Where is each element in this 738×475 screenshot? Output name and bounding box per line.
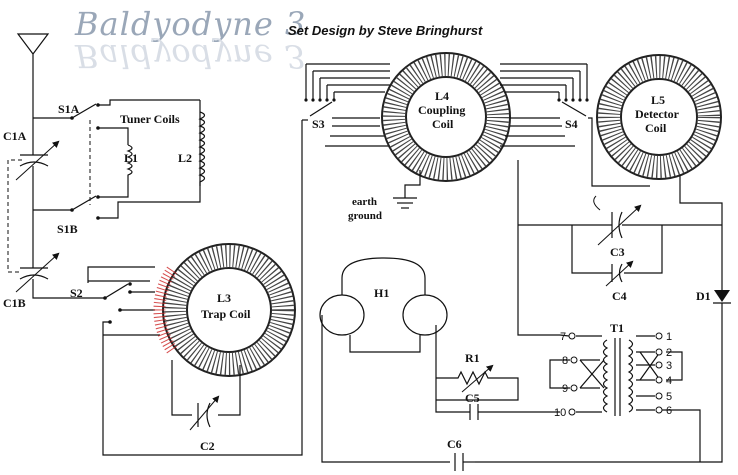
title-block: Baldyodyne 3 Baldyodyne 3 Set Design by … — [74, 5, 483, 75]
switch-s4 — [500, 63, 650, 187]
credit-text: Set Design by Steve Bringhurst — [288, 23, 483, 38]
t1-pin-1: 1 — [666, 331, 672, 343]
d1-label: D1 — [696, 289, 711, 303]
l5-sublabel: Detector — [635, 107, 680, 121]
t1-label: T1 — [610, 321, 624, 335]
t1-pin-7: 7 — [560, 331, 566, 343]
capacitor-c4 — [571, 225, 663, 287]
earth-label: earth — [352, 196, 377, 208]
coupling-section: S3 L4 Coupling Coil earth ground — [302, 52, 650, 336]
s1b-label: S1B — [57, 222, 78, 236]
l4-sublabel: Coupling — [418, 103, 465, 117]
l1-label: L1 — [124, 151, 138, 165]
coil-l1 — [126, 144, 133, 178]
s3-label: S3 — [312, 117, 325, 131]
trap-section: S2 L3 Trap Coil C2 — [70, 120, 303, 456]
c5-label: C5 — [465, 391, 480, 405]
capacitor-c6 — [454, 453, 475, 471]
earth-ground-icon — [393, 170, 421, 209]
t1-pin-6: 6 — [666, 405, 672, 417]
t1-pin-4: 4 — [666, 375, 672, 387]
t1-pin-2: 2 — [666, 347, 672, 359]
c2-label: C2 — [200, 439, 215, 453]
capacitor-c2 — [171, 360, 241, 431]
capacitor-c1b — [15, 252, 60, 293]
l5-sublabel-2: Coil — [645, 121, 667, 135]
c4-label: C4 — [612, 289, 627, 303]
c6-label: C6 — [447, 437, 462, 451]
ground-label: ground — [348, 210, 382, 222]
title-logo: Baldyodyne 3 — [74, 5, 306, 43]
r1-label: R1 — [465, 351, 480, 365]
l3-sublabel: Trap Coil — [201, 307, 251, 321]
c1a-label: C1A — [3, 129, 27, 143]
toroid-l5 — [596, 54, 722, 180]
t1-pin-9: 9 — [562, 383, 568, 395]
s4-label: S4 — [565, 117, 578, 131]
l4-label: L4 — [435, 89, 449, 103]
toroid-l4 — [381, 52, 511, 182]
capacitor-c5 — [469, 404, 560, 420]
capacitor-c1a — [15, 140, 60, 181]
capacitor-c3 — [518, 195, 722, 246]
antenna-icon — [16, 33, 50, 66]
c1b-label: C1B — [3, 296, 26, 310]
h1-label: H1 — [374, 286, 389, 300]
t1-pin-3: 3 — [666, 360, 672, 372]
switch-s3 — [302, 63, 390, 147]
diode-d1 — [713, 290, 731, 304]
tuner-coils-label: Tuner Coils — [120, 112, 180, 126]
detector-section: L5 Detector Coil C3 C4 D1 — [475, 54, 731, 463]
t1-pin-5: 5 — [666, 391, 672, 403]
antenna-section: C1A C1B — [3, 33, 80, 310]
t1-pin-8: 8 — [562, 355, 568, 367]
toroid-l3 — [153, 243, 296, 377]
s2-label: S2 — [70, 286, 83, 300]
coil-l2 — [198, 111, 206, 186]
tuner-section: S1A S1B Tuner Coils L1 L2 — [33, 99, 206, 236]
l3-label: L3 — [217, 291, 231, 305]
l5-label: L5 — [651, 93, 665, 107]
c3-label: C3 — [610, 245, 625, 259]
headphones-h1 — [319, 257, 448, 353]
l2-label: L2 — [178, 151, 192, 165]
resistor-r1 — [436, 364, 519, 401]
s1a-label: S1A — [58, 102, 80, 116]
l4-sublabel-2: Coil — [432, 117, 454, 131]
transformer-t1 — [549, 332, 683, 416]
output-section: H1 R1 C5 C6 — [319, 257, 701, 471]
t1-pin-10: 10 — [554, 407, 566, 419]
title-logo-reflection: Baldyodyne 3 — [74, 37, 306, 75]
